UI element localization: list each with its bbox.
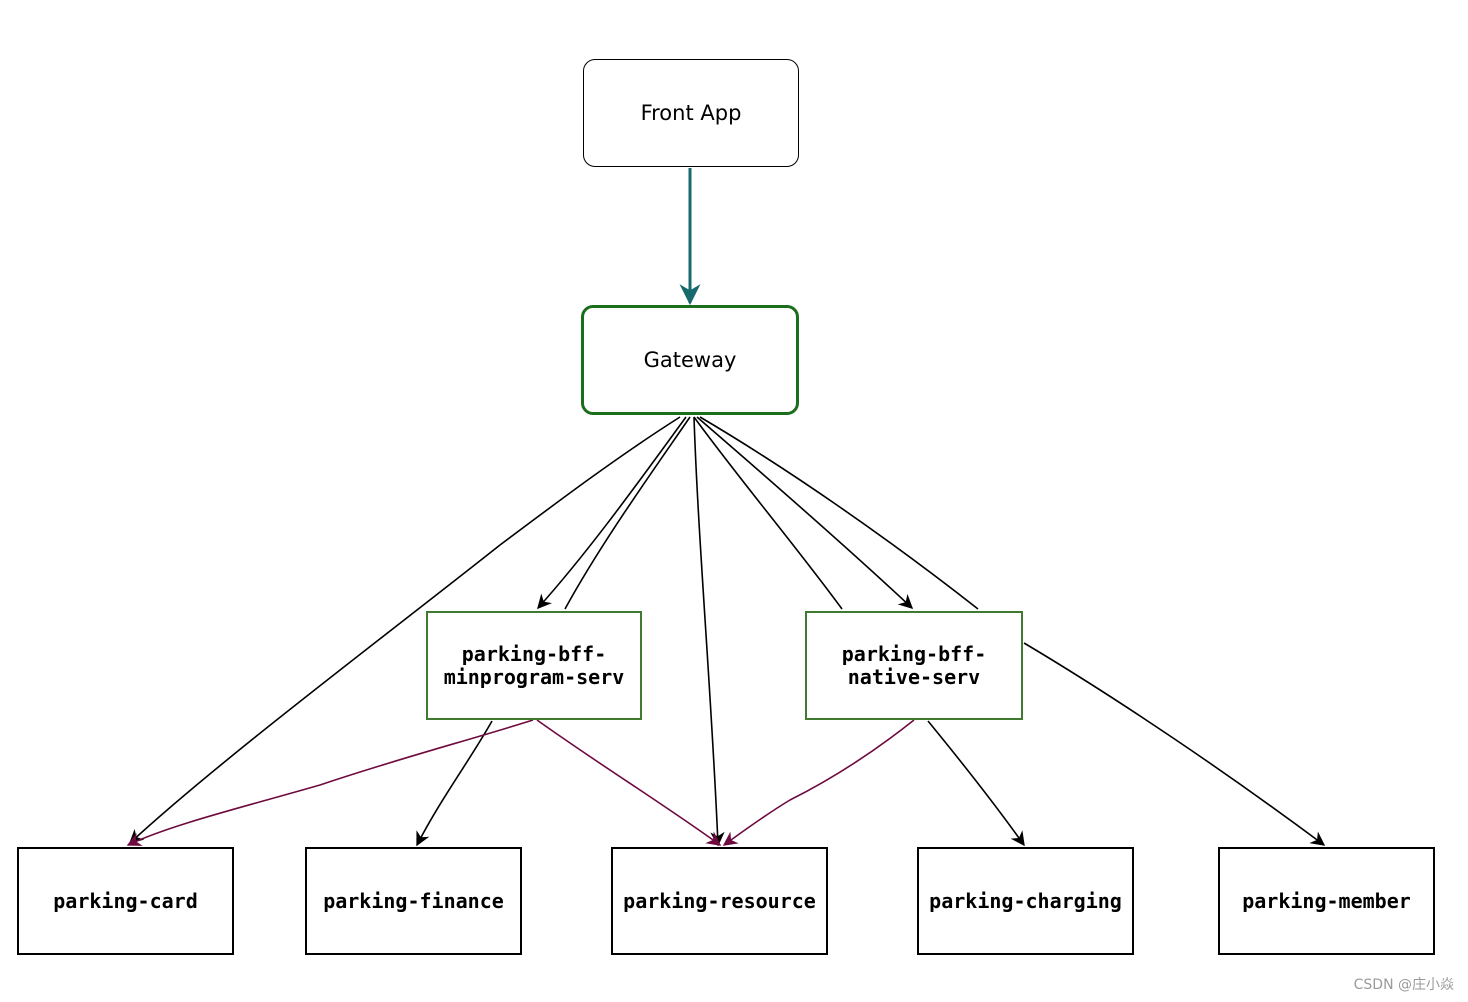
node-bff-minprogram: parking-bff-minprogram-serv (426, 611, 642, 720)
edge-gateway-bff-minprogram (537, 416, 687, 610)
edge-gateway-resource (693, 416, 725, 847)
edge-gateway-card (128, 416, 681, 844)
watermark: CSDN @庄小焱 (1353, 977, 1454, 993)
node-parking-member-label: parking-member (1242, 888, 1411, 913)
edge-gateway-finance-lower (416, 720, 493, 847)
node-parking-resource-label: parking-resource (623, 888, 816, 913)
edge-bff-minprogram-card (126, 719, 534, 846)
node-parking-member: parking-member (1218, 847, 1435, 955)
node-bff-native-label: parking-bff-native-serv (841, 641, 987, 689)
node-gateway-label: Gateway (643, 347, 737, 372)
edge-gateway-bff-native (696, 416, 914, 609)
node-bff-minprogram-label: parking-bff-minprogram-serv (443, 641, 625, 689)
node-parking-finance: parking-finance (305, 847, 522, 955)
node-parking-charging-label: parking-charging (929, 888, 1122, 913)
node-parking-charging: parking-charging (917, 847, 1134, 955)
node-parking-finance-label: parking-finance (323, 888, 504, 913)
edge-gateway-member-lower (1023, 642, 1326, 846)
node-parking-resource: parking-resource (611, 847, 828, 955)
edge-gateway-charging-upper (693, 416, 843, 610)
node-parking-card: parking-card (17, 847, 234, 955)
node-bff-native: parking-bff-native-serv (805, 611, 1023, 720)
edge-gateway-charging-lower (927, 720, 1025, 847)
edge-bff-native-resource (722, 719, 915, 846)
edge-gateway-finance-upper (564, 416, 691, 610)
node-front-app-label: Front App (640, 100, 742, 125)
node-front-app: Front App (583, 59, 799, 167)
edge-gateway-member-upper (699, 416, 979, 610)
edge-bff-minprogram-resource (536, 719, 722, 846)
node-parking-card-label: parking-card (53, 888, 198, 913)
node-gateway: Gateway (581, 305, 799, 415)
